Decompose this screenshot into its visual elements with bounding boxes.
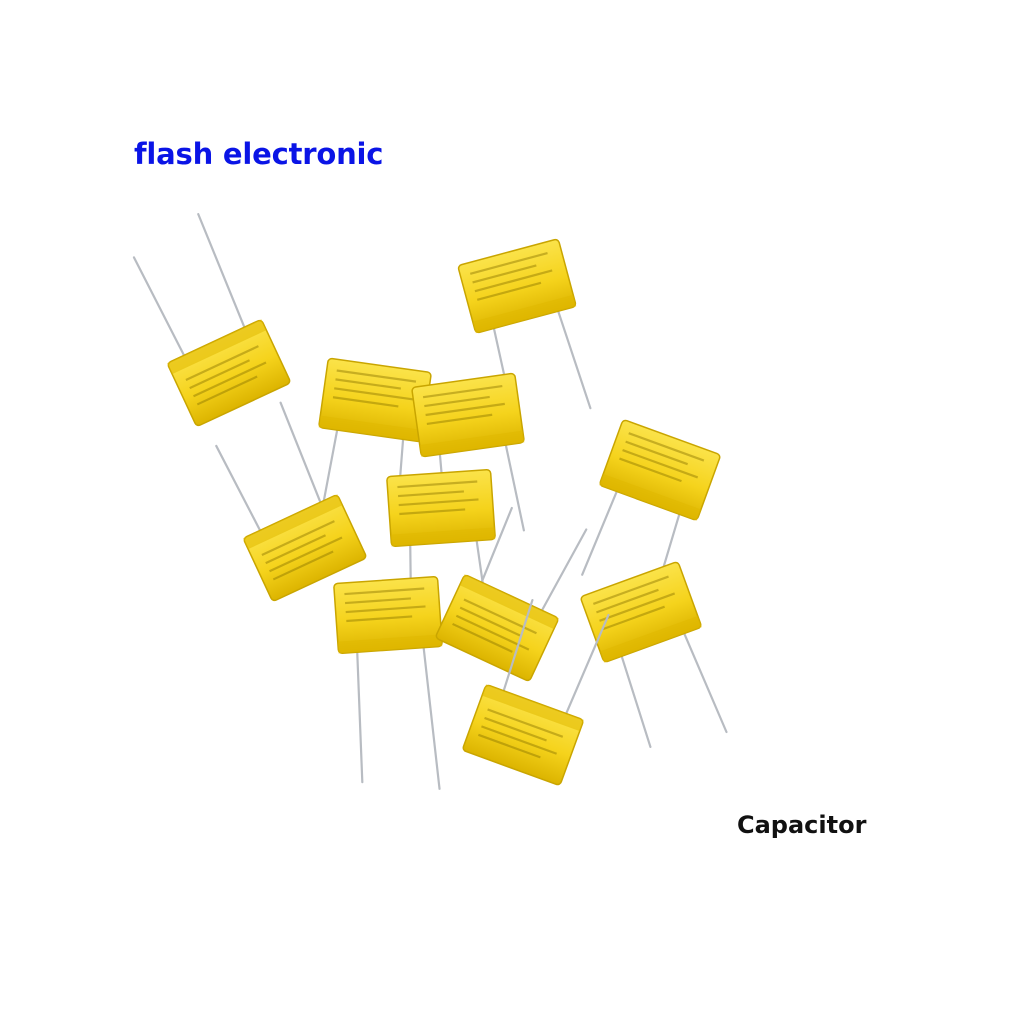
capacitor-marking: [265, 534, 326, 565]
capacitor-seam: [318, 415, 424, 442]
capacitor-seam: [419, 430, 525, 457]
capacitor-marking: [474, 269, 553, 293]
capacitor-marking: [189, 359, 250, 390]
capacitor-seam: [600, 615, 702, 663]
capacitor-marking: [193, 361, 267, 398]
capacitor-lead: [197, 213, 246, 329]
capacitor-seam: [167, 319, 267, 375]
capacitor-lead: [581, 490, 618, 576]
capacitor-marking: [602, 605, 665, 631]
capacitor-marking: [476, 281, 542, 301]
capacitor-lead: [279, 401, 322, 504]
capacitor-marking: [469, 252, 548, 275]
capacitor-seam: [459, 574, 559, 630]
capacitor-marking: [425, 402, 505, 417]
capacitor: [435, 506, 588, 682]
capacitor-seam: [472, 294, 577, 334]
capacitor-marking: [269, 536, 343, 573]
capacitor: [215, 401, 367, 602]
capacitor-lead: [502, 598, 534, 692]
capacitor: [462, 598, 610, 786]
capacitor-marking: [596, 588, 659, 614]
capacitor-marking: [397, 490, 464, 498]
brand-logo-text: flash electronic: [134, 137, 384, 171]
capacitor-marking: [463, 598, 537, 635]
capacitor-seam: [243, 494, 343, 550]
capacitor-lead: [620, 655, 652, 749]
capacitor-lead: [480, 506, 513, 584]
capacitor-seam: [482, 684, 584, 732]
capacitor-marking: [599, 592, 676, 622]
capacitor-marking: [481, 725, 557, 755]
capacitor-marking: [346, 615, 413, 623]
capacitor-marking: [272, 550, 334, 581]
capacitor: [580, 561, 728, 749]
capacitor-marking: [332, 396, 399, 408]
capacitor-lead: [215, 444, 262, 532]
product-label: Capacitor: [737, 811, 867, 839]
capacitor-marking: [334, 387, 414, 401]
capacitor-marking: [344, 597, 411, 605]
capacitor: [457, 238, 592, 418]
capacitor-marking: [344, 587, 425, 596]
capacitor-marking: [472, 264, 537, 284]
capacitor-lead: [565, 613, 610, 715]
capacitor-lead: [132, 256, 186, 357]
capacitor-seam: [337, 634, 443, 654]
capacitor-marking: [625, 440, 689, 466]
capacitor-marking: [345, 605, 426, 614]
capacitor-marking: [628, 432, 705, 462]
capacitor-lead: [540, 528, 588, 612]
capacitor-marking: [196, 375, 258, 406]
capacitor-lead: [683, 632, 728, 734]
capacitor: [132, 213, 291, 427]
capacitor-marking: [398, 498, 479, 507]
capacitor-marking: [622, 449, 699, 479]
capacitor: [333, 575, 443, 790]
capacitor-lead: [504, 443, 525, 532]
capacitor-lead: [356, 651, 364, 784]
capacitor: [581, 419, 721, 614]
capacitor-marking: [422, 384, 503, 399]
capacitor-marking: [399, 508, 466, 516]
capacitor-marking: [335, 378, 401, 390]
capacitor-marking: [397, 480, 478, 489]
capacitor-marking: [185, 345, 259, 381]
capacitor-lead: [422, 646, 441, 790]
capacitor-marking: [484, 716, 547, 742]
capacitor-marking: [336, 369, 417, 383]
capacitor-marking: [424, 395, 490, 408]
capacitor-lead: [557, 310, 592, 410]
capacitor-marking: [592, 575, 669, 605]
capacitor-seam: [390, 527, 496, 547]
capacitor-marking: [261, 520, 335, 556]
capacitor-marking: [619, 457, 682, 483]
capacitor-seam: [599, 473, 701, 521]
capacitor: [318, 357, 432, 538]
capacitor-marking: [455, 614, 530, 651]
capacitor-marking: [477, 733, 541, 759]
capacitor-marking: [452, 622, 513, 653]
capacitor-marking: [459, 606, 521, 637]
capacitor-marking: [487, 708, 564, 738]
capacitor-marking: [426, 413, 493, 426]
